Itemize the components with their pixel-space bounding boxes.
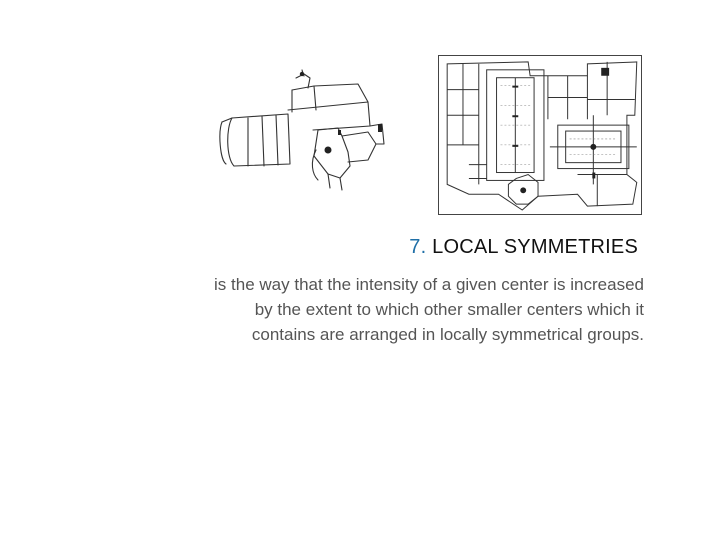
body-line-2: by the extent to which other smaller cen… bbox=[254, 300, 644, 319]
body-paragraph: is the way that the intensity of a given… bbox=[44, 272, 644, 347]
title-text: LOCAL SYMMETRIES bbox=[432, 236, 638, 258]
body-line-3: contains are arranged in locally symmetr… bbox=[251, 325, 644, 344]
slide-title: 7. LOCAL SYMMETRIES bbox=[409, 236, 638, 259]
floor-plan bbox=[438, 55, 642, 215]
building-sketch bbox=[219, 69, 385, 191]
title-number: 7. bbox=[409, 236, 427, 258]
body-line-1: is the way that the intensity of a given… bbox=[214, 275, 644, 294]
